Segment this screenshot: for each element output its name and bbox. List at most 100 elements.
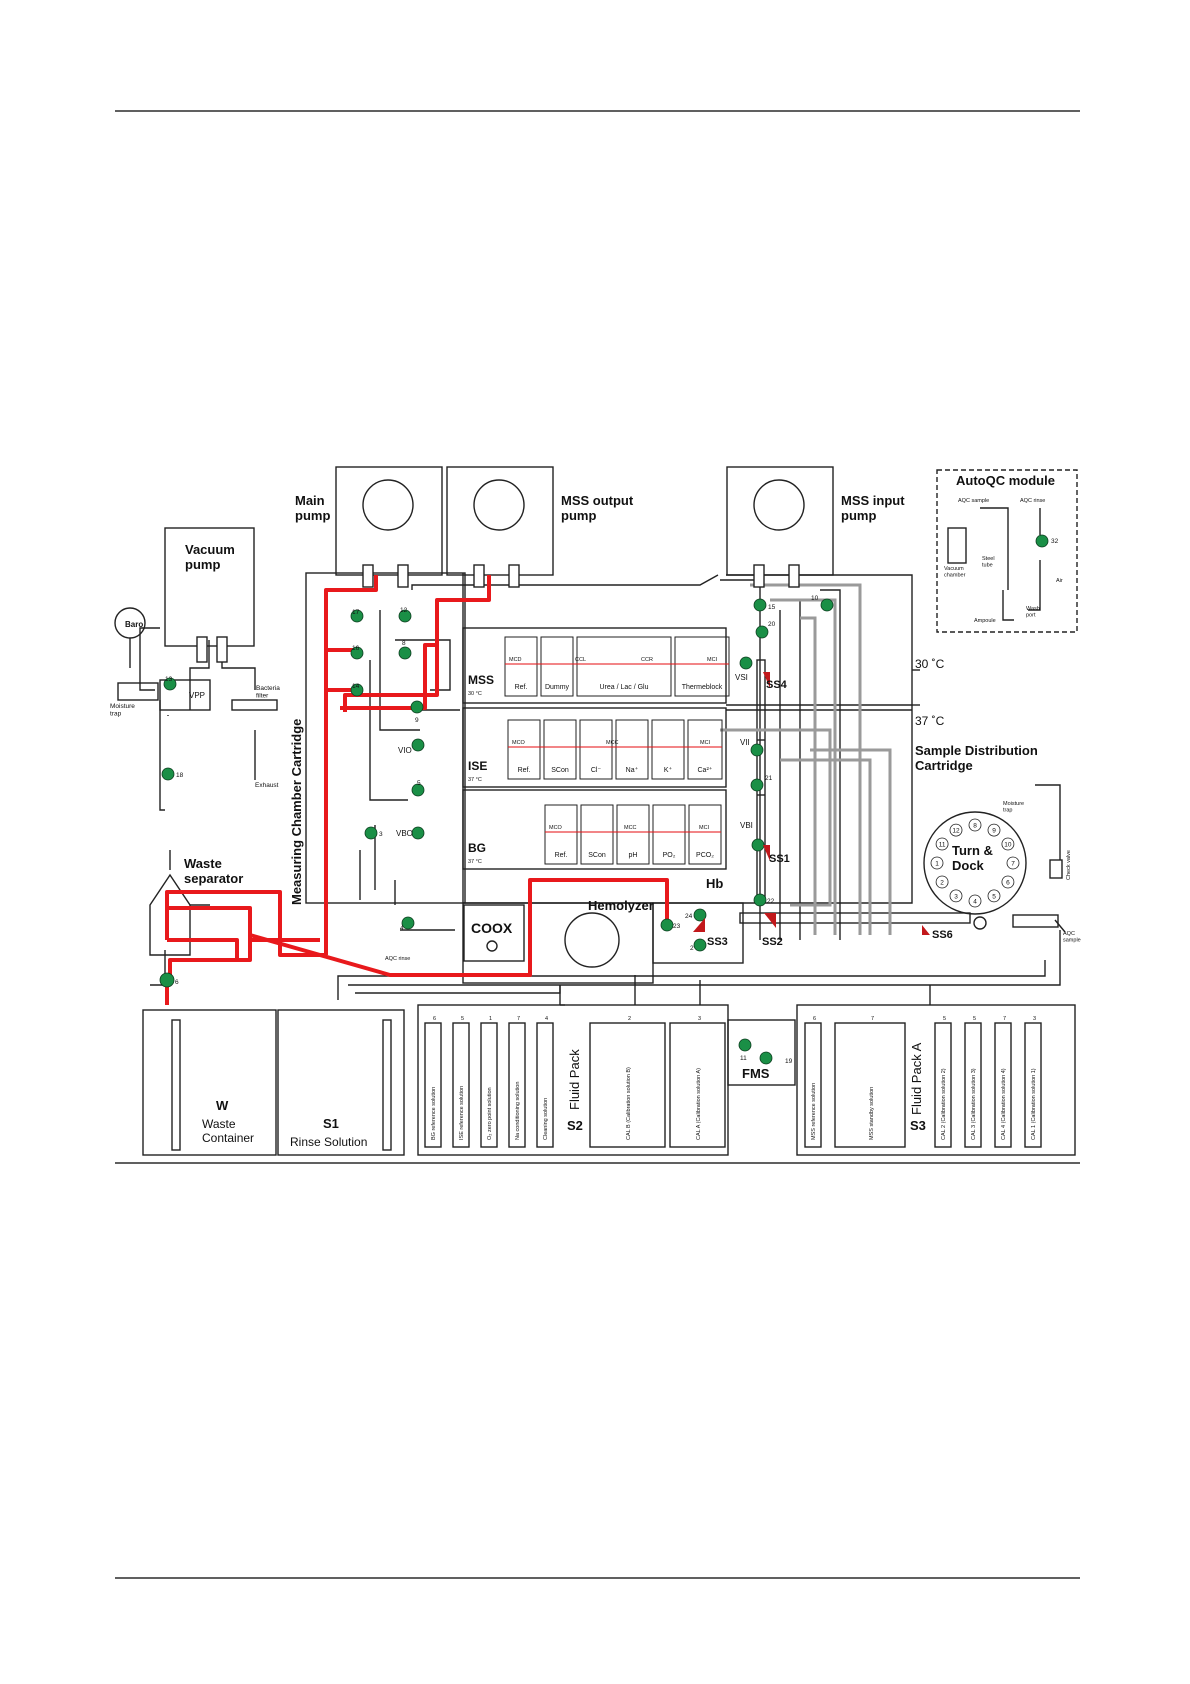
valve-num-3: 3	[379, 831, 383, 838]
s2-port-number: 1	[489, 1016, 492, 1022]
mss-cell-label: Ref.	[515, 684, 528, 691]
turn-dock-slot-label: 2	[940, 880, 944, 887]
s2-port-number: 7	[517, 1016, 520, 1022]
s2-port-number: 6	[433, 1016, 436, 1022]
ise-cell-box	[543, 719, 577, 780]
bg-cell-box	[652, 804, 686, 865]
sensor-ss1: SS1	[769, 853, 790, 865]
s2-solution-label: Na conditioning solution	[515, 1082, 521, 1140]
bg-cell-box	[544, 804, 578, 865]
valve-num-8: 8	[402, 640, 406, 647]
valve-num-32: 32	[1051, 538, 1059, 545]
tubing-lines	[114, 466, 1078, 1156]
turn-dock-slot-label: 7	[1011, 861, 1015, 868]
valve-num-2: 2	[690, 945, 694, 952]
turn-dock-slot-label: 9	[992, 828, 996, 835]
s2-port-number: 3	[698, 1016, 701, 1022]
turn-dock-slot	[930, 856, 944, 870]
vpp-box	[159, 679, 211, 711]
ise-marker-label: MCO	[512, 740, 526, 746]
ise-marker-label: MCC	[606, 740, 619, 746]
aqc-rinse-label: AQC rinse	[1020, 498, 1045, 504]
valve-vbo: VBO	[396, 829, 413, 838]
mss-cell-box	[504, 636, 538, 697]
mss-temp: 30 °C	[468, 691, 482, 697]
mss-marker-label: MCD	[509, 657, 522, 663]
turn-dock-slot	[935, 875, 949, 889]
valve-num-22: 22	[767, 898, 775, 905]
valve-num-20: 20	[768, 621, 776, 628]
s2-port-number: 2	[628, 1016, 631, 1022]
s2-solution-label: CAL A (Calibration solution A)	[696, 1068, 702, 1140]
bg-cell-label: PCO₂	[696, 852, 714, 859]
ise-cell-label: K⁺	[664, 766, 673, 774]
ise-cell-box	[579, 719, 613, 780]
fluid-pack-s3	[796, 1004, 1076, 1156]
main-pump-box	[335, 466, 443, 576]
s3-port-number: 3	[1033, 1016, 1036, 1022]
valve-num-17: 17	[352, 609, 360, 616]
measuring-chamber-cartridge	[305, 572, 466, 904]
bg-cell-label: SCon	[588, 852, 606, 859]
bg-temp: 37 °C	[468, 859, 482, 865]
ise-cell-label: Ref.	[518, 767, 531, 774]
s3-solution-label: CAL 3 (Calibration solution 3)	[971, 1068, 977, 1140]
ise-cell-label: Cl⁻	[591, 767, 602, 774]
s3-port-number: 7	[871, 1016, 874, 1022]
s2-solution-label: Cleaning solution	[543, 1098, 549, 1140]
check-valve-label: Check valve	[1066, 850, 1072, 880]
turn-dock-slot	[1001, 875, 1015, 889]
turn-dock-slot-label: 1	[935, 861, 939, 868]
valve-num-5: 5	[417, 780, 421, 787]
turn-dock-label: Turn &Dock	[952, 843, 993, 873]
ise-title: ISE	[468, 759, 487, 773]
mss-marker-label: CCL	[575, 657, 586, 663]
s2-solution-label: ISE reference solution	[459, 1086, 465, 1140]
valve-vsi: VSI	[735, 673, 748, 682]
valve-num-15: 15	[768, 604, 776, 611]
turn-dock-slot	[935, 837, 949, 851]
valve-vio: VIO	[398, 746, 412, 755]
turn-dock-slot-label: 8	[973, 823, 977, 830]
autoqc-module-box	[936, 469, 1078, 633]
turn-dock-slot	[968, 894, 982, 908]
s2-name: Fluid Pack	[567, 1049, 582, 1110]
bg-cell-label: PO₂	[663, 852, 676, 859]
valve-num-14: 14	[352, 683, 360, 690]
mss-marker-label: MCI	[707, 657, 718, 663]
hemolyzer-circle	[564, 912, 620, 968]
hb-label: Hb	[706, 876, 723, 891]
bg-title: BG	[468, 841, 486, 855]
mss-cell-box	[540, 636, 574, 697]
mss-cell-box	[576, 636, 672, 697]
pump-rotors	[196, 479, 805, 663]
fms-label: FMS	[742, 1066, 770, 1081]
mss-chamber-frame	[462, 627, 727, 704]
valve-num-10: 10	[811, 595, 819, 602]
ise-temp: 37 °C	[468, 777, 482, 783]
bg-cell-box	[688, 804, 722, 865]
turn-dock-slot	[1006, 856, 1020, 870]
ise-cell-label: Na⁺	[626, 766, 639, 774]
s3-code: S3	[910, 1118, 926, 1133]
turn-dock-slot-label: 3	[954, 893, 958, 900]
bg-marker-label: MCI	[699, 825, 710, 831]
bg-marker-label: MCO	[549, 825, 563, 831]
mss-cell-label: Thermeblock	[682, 684, 723, 691]
s3-solution-label: MSS standby solution	[869, 1087, 875, 1140]
temp-30-label: 30 ˚C	[915, 657, 945, 671]
turn-dock-slot	[949, 889, 963, 903]
ise-cell-box	[507, 719, 541, 780]
mss-cell-label: Urea / Lac / Glu	[599, 684, 648, 691]
turn-dock-slot-label: 11	[939, 842, 946, 849]
ise-cell-box	[615, 719, 649, 780]
